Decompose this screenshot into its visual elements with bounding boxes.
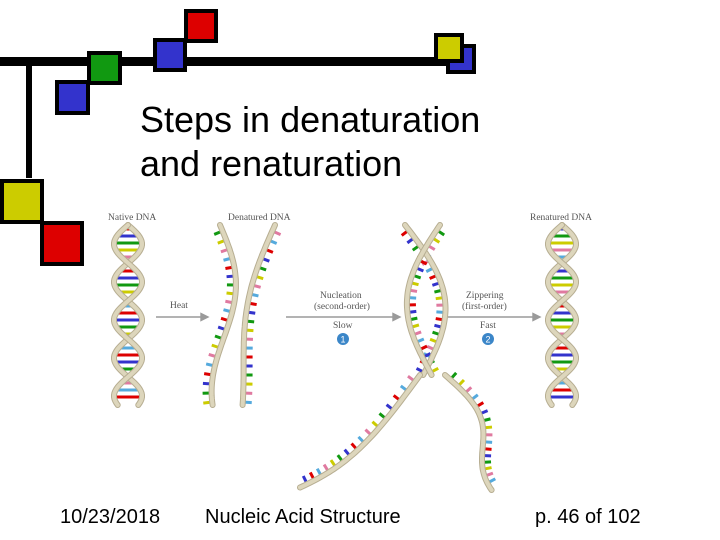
denatured-strand-right xyxy=(240,223,277,407)
step-1-badge xyxy=(337,333,349,345)
denatured-strand-left xyxy=(209,223,238,407)
deco-square-yellow-right xyxy=(434,33,464,63)
renatured-dna-strand-a xyxy=(546,223,578,407)
step-2-badge xyxy=(482,333,494,345)
label-renatured-dna: Renatured DNA xyxy=(530,213,592,223)
deco-square-yellow-left xyxy=(0,179,44,224)
vertical-bar xyxy=(26,66,32,178)
label-heat: Heat xyxy=(170,301,188,311)
label-zippering-order: (first-order) xyxy=(462,302,507,312)
loose-tail-a xyxy=(298,373,422,490)
native-dna-strand-a xyxy=(112,223,144,407)
deco-square-red-top xyxy=(184,9,218,43)
footer-page-number: p. 46 of 102 xyxy=(535,506,641,528)
deco-square-blue-top xyxy=(153,38,187,72)
label-nucleation: Nucleation xyxy=(320,291,362,301)
deco-square-red-left xyxy=(40,221,84,266)
step-2-number: 2 xyxy=(485,335,490,345)
label-zippering: Zippering xyxy=(466,291,504,301)
label-fast: Fast xyxy=(480,321,496,331)
footer-title: Nucleic Acid Structure xyxy=(205,506,401,528)
deco-square-blue-left xyxy=(55,80,90,115)
renatured-dna-strand-b xyxy=(546,223,578,407)
dna-diagram: 1 2 xyxy=(111,222,579,493)
native-dna-strand-b xyxy=(112,223,144,407)
top-bar xyxy=(0,57,470,66)
nucleating-strand-b xyxy=(404,223,442,377)
label-slow: Slow xyxy=(333,321,353,331)
slide-title: Steps in denaturation and renaturation xyxy=(140,99,481,184)
step-1-number: 1 xyxy=(340,335,345,345)
label-nucleation-order: (second-order) xyxy=(314,302,370,312)
label-denatured-dna: Denatured DNA xyxy=(228,213,291,223)
footer-date: 10/23/2018 xyxy=(60,506,161,528)
deco-square-green xyxy=(87,51,122,85)
loose-tail-b xyxy=(443,373,494,492)
denaturation-figure: 1 2 Native DNA Denatured DNA Renatured D… xyxy=(100,205,620,515)
label-native-dna: Native DNA xyxy=(108,213,157,223)
